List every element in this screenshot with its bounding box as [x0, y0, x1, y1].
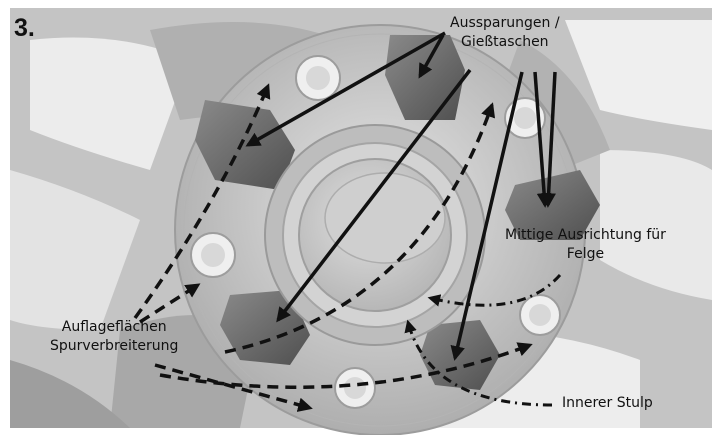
dashdot-arrows	[404, 274, 562, 407]
label-recesses: Aussparungen / Gießtaschen	[450, 14, 560, 52]
label-recesses-line2: Gießtaschen	[460, 34, 549, 50]
label-recesses-line1: Aussparungen /	[450, 15, 560, 31]
label-centering-line2: Felge	[566, 246, 605, 262]
step-number: 3.	[14, 14, 35, 42]
label-contact-line1: Auflageflächen	[61, 319, 167, 335]
label-centering: Mittige Ausrichtung für Felge	[505, 226, 666, 264]
label-contact-line2: Spurverbreiterung	[50, 338, 179, 354]
label-inner-collar: Innerer Stulp	[562, 395, 653, 411]
label-centering-line1: Mittige Ausrichtung für	[505, 227, 666, 243]
solid-arrows	[245, 31, 557, 361]
dashed-arrows	[133, 83, 533, 412]
label-contact-surfaces: Auflageflächen Spurverbreiterung	[50, 318, 178, 356]
hub-center	[264, 124, 486, 346]
bolt-holes	[190, 55, 561, 409]
